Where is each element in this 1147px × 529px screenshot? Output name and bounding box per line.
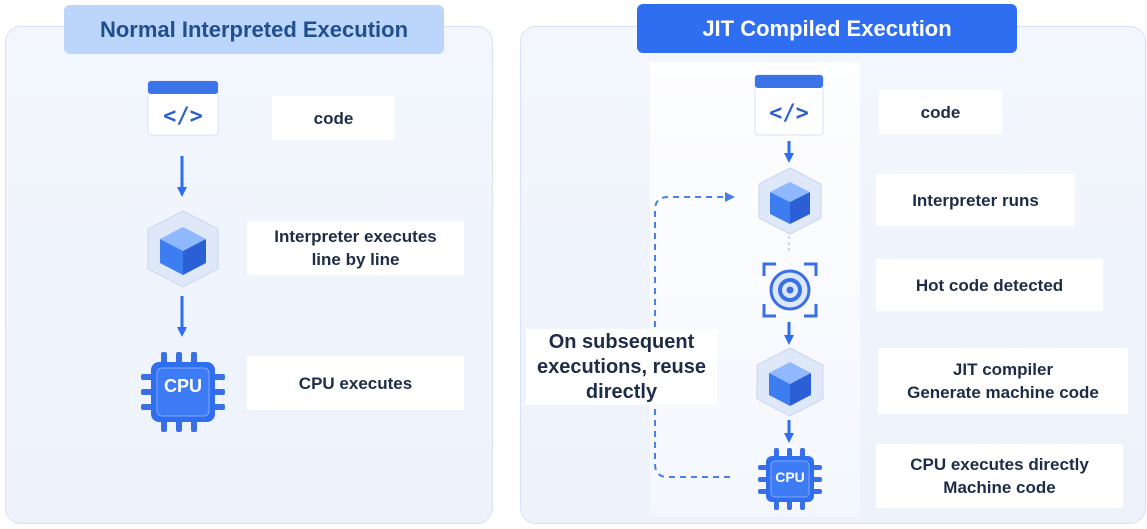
step-cpu-label: CPU executes xyxy=(247,356,464,410)
interpreted-execution-panel xyxy=(5,26,493,524)
interpreter-cube-icon xyxy=(757,166,823,236)
jit-title: JIT Compiled Execution xyxy=(637,4,1017,53)
cpu-chip-icon xyxy=(139,350,227,434)
jit-step-code-label: code xyxy=(879,90,1002,134)
step-interpreter-label: Interpreter executes line by line xyxy=(247,221,464,275)
svg-text:</>: </> xyxy=(163,104,203,129)
step-code-label: code xyxy=(272,96,395,140)
cpu-chip-icon xyxy=(757,447,823,511)
cpu-chip-label: CPU xyxy=(163,376,202,396)
target-detect-icon xyxy=(760,260,820,320)
code-icon: </> xyxy=(754,74,824,136)
jit-step-interpreter-label: Interpreter runs xyxy=(876,174,1075,226)
cpu-chip-label: CPU xyxy=(775,469,805,485)
jit-step-compiler-label: JIT compiler Generate machine code xyxy=(878,348,1128,414)
jit-compiler-cube-icon xyxy=(755,346,825,418)
reuse-directly-note: On subsequent executions, reuse directly xyxy=(526,329,717,405)
jit-column-highlight xyxy=(650,62,860,517)
jit-step-hot-code-label: Hot code detected xyxy=(876,259,1103,311)
interpreted-title: Normal Interpreted Execution xyxy=(64,5,444,54)
svg-text:</>: </> xyxy=(769,101,809,126)
jit-step-cpu-label: CPU executes directly Machine code xyxy=(876,444,1123,508)
code-icon: </> xyxy=(147,80,219,136)
interpreter-cube-icon xyxy=(146,209,220,289)
